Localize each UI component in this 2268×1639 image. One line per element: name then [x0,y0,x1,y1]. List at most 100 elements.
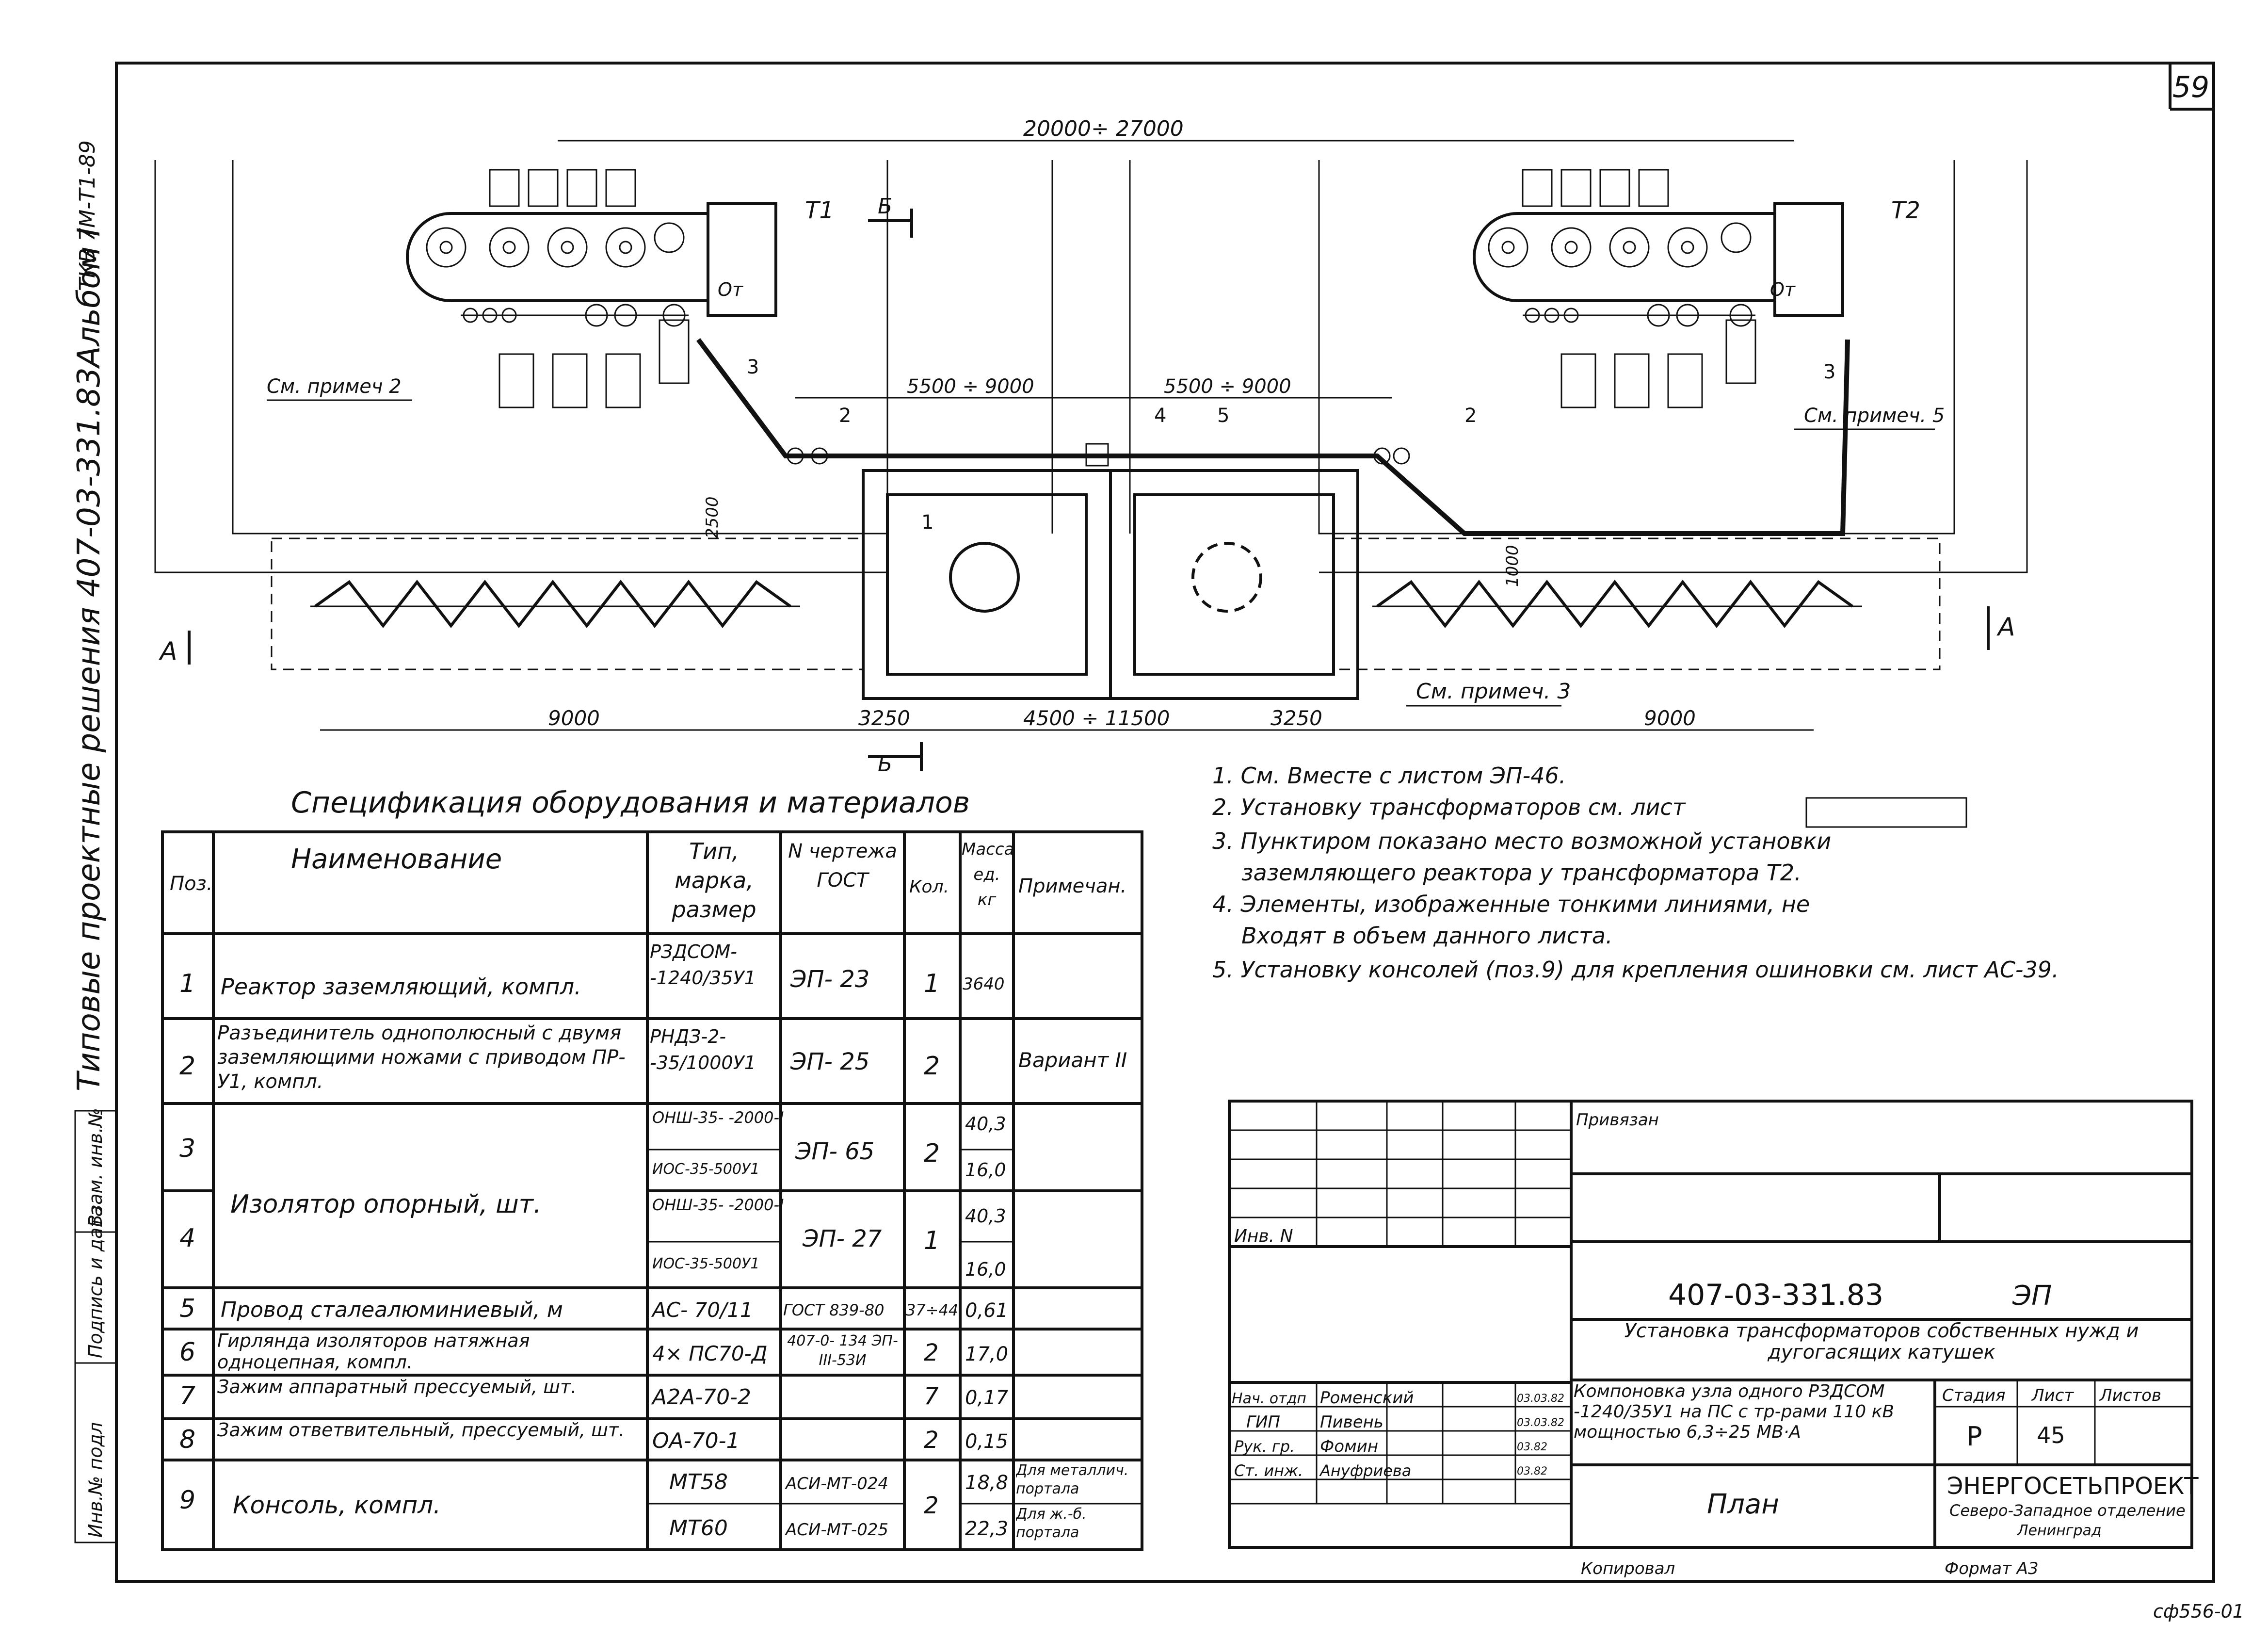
signer3-name: Фомин [1320,1437,1378,1456]
label-t1: Т1 [805,197,834,224]
row5-type: АС- 70/11 [651,1298,753,1322]
note-3b: заземляющего реактора у трансформатора Т… [1241,860,1802,886]
side-stamp-cells: Инв.№ подл Подпись и дата Взам. инв.№ [74,1108,117,1543]
page-number: 59 [2172,70,2209,104]
header-pos: Поз. [170,873,213,895]
sheet-frame [115,62,2215,1583]
row9-type2: МТ60 [669,1516,728,1541]
tb-plan: План [1707,1489,1779,1520]
portal-left-inner [232,160,887,535]
transformer-t2: Т2 От 3 [1473,169,1920,408]
label-t2: Т2 [1891,197,1920,224]
dim-5500-right: 5500 ÷ 9000 [1164,375,1291,398]
isolator-row-left [271,537,864,670]
row2-note: Вариант II [1018,1048,1127,1072]
row4-drawing: ЭП- 27 [802,1225,882,1252]
row5-mass: 0,61 [965,1299,1008,1322]
row2-drawing: ЭП- 25 [790,1048,869,1075]
tb-sheets-h: Листов [2099,1386,2161,1405]
row1-drawing: ЭП- 23 [790,966,869,993]
tb-bound: Привязан [1576,1110,1659,1130]
row2-qty: 2 [924,1052,940,1081]
title-block: Инв. N Нач. отдп Роменский 03.03.82 ГИП … [1228,1100,2199,1578]
header-drawing: N чертежа ГОСТ [788,840,897,892]
row1-type: РЗДСОМ- -1240/35У1 [650,941,756,989]
row1-qty: 1 [924,969,940,998]
row6-drawing: 407-0- 134 ЭП-III-53И [787,1332,898,1369]
tb-sheet-title: Компоновка узла одного РЗДСОМ -1240/35У1… [1574,1381,1895,1442]
row7-pos: 7 [179,1381,195,1411]
row3-mass: 40,3 [965,1113,1006,1135]
dim-bottom-4: 3250 [1271,706,1322,730]
signer3-date: 03.82 [1517,1441,1547,1453]
section-a-left: А [159,637,177,666]
row4-type: ОНШ-35- -2000-I [652,1196,784,1214]
row3-mass2: 16,0 [965,1159,1006,1181]
pos-label-2-left: 2 [839,405,851,427]
row9-drawing: АСИ-МТ-024 [785,1474,888,1493]
row9-pos: 9 [179,1486,195,1515]
row4-mass: 40,3 [965,1205,1006,1227]
dim-2500: 2500 [703,496,722,538]
row9-mass2: 22,3 [965,1518,1008,1540]
row6-type: 4× ПС70-Д [652,1342,768,1365]
plan-drawing: 20000÷ 27000 [154,116,2028,777]
tb-org: ЭНЕРГОСЕТЬПРОЕКТ [1947,1473,2199,1500]
note-ref-5: См. примеч. 5 [1804,405,1945,427]
isolator-row-right [1333,537,1941,670]
tb-inv: Инв. N [1234,1226,1293,1246]
signer3-role: Рук. гр. [1234,1437,1295,1456]
portal-right [1318,160,1955,535]
header-note: Примечан. [1018,875,1126,897]
tb-sheet-h: Лист [2031,1386,2074,1405]
pos-label-1: 1 [921,511,933,534]
header-qty: Кол. [909,877,949,897]
row5-pos: 5 [179,1294,195,1323]
note-2: 2. Установку трансформаторов см. лист [1212,794,1686,820]
row2-type: РНДЗ-2- -35/1000У1 [650,1026,756,1073]
tb-copied: Копировал [1581,1559,1675,1578]
side-cell-inv: Инв.№ подл [85,1422,106,1538]
row4-name: Изолятор опорный, шт. [230,1190,541,1219]
row7-qty: 7 [924,1383,939,1410]
row3-pos: 3 [179,1134,195,1163]
reactor-optional [1191,542,1262,613]
row8-name: Зажим ответвительный, прессуемый, шт. [217,1420,625,1441]
row6-qty: 2 [924,1339,939,1366]
row3-drawing: ЭП- 65 [795,1138,874,1165]
row8-qty: 2 [924,1427,939,1454]
row9-mass: 18,8 [965,1472,1008,1494]
row9-name: Консоль, компл. [233,1491,441,1519]
row4-type2: ИОС-35-500У1 [652,1255,759,1272]
row4-pos: 4 [179,1224,195,1253]
reactor-pit-right [1109,469,1359,700]
row7-name: Зажим аппаратный прессуемый, шт. [217,1377,577,1397]
row3-type: ОНШ-35- -2000-I [652,1108,784,1127]
tb-mark: ЭП [2012,1280,2052,1312]
note-3a: 3. Пунктиром показано место возможной ус… [1212,828,1831,854]
dim-bottom-1: 9000 [548,706,600,730]
note-ref-2: См. примеч 2 [267,375,402,398]
signer4-date: 03.82 [1517,1465,1547,1477]
side-cell-sign: Подпись и дата [85,1205,106,1358]
row1-mass: 3640 [963,974,1005,994]
row4-qty: 1 [924,1226,940,1255]
header-mass: Масса ед. кг [962,840,1012,909]
signer1-role: Нач. отдп [1232,1390,1306,1407]
row1-pos: 1 [179,969,195,998]
dim-5500-left: 5500 ÷ 9000 [907,375,1034,398]
signer4-role: Ст. инж. [1234,1461,1303,1480]
tb-doc-code: 407-03-331.83 [1668,1278,1883,1312]
row8-type: ОА-70-1 [652,1428,740,1453]
section-a-right: А [1996,613,2015,642]
portal-right-outer [1319,160,2028,573]
label-om-right: От [1770,279,1796,300]
row2-name: Разъединитель однополюсный с двумя зазем… [217,1022,626,1093]
header-name: Наименование [291,844,502,875]
row9-type: МТ58 [669,1470,728,1494]
row7-type: А2А-70-2 [651,1385,751,1410]
portal-left [154,160,888,573]
tb-stage: Р [1966,1421,1982,1452]
signer2-date: 03.03.82 [1517,1417,1564,1429]
row5-name: Провод сталеалюминиевый, м [221,1298,563,1322]
